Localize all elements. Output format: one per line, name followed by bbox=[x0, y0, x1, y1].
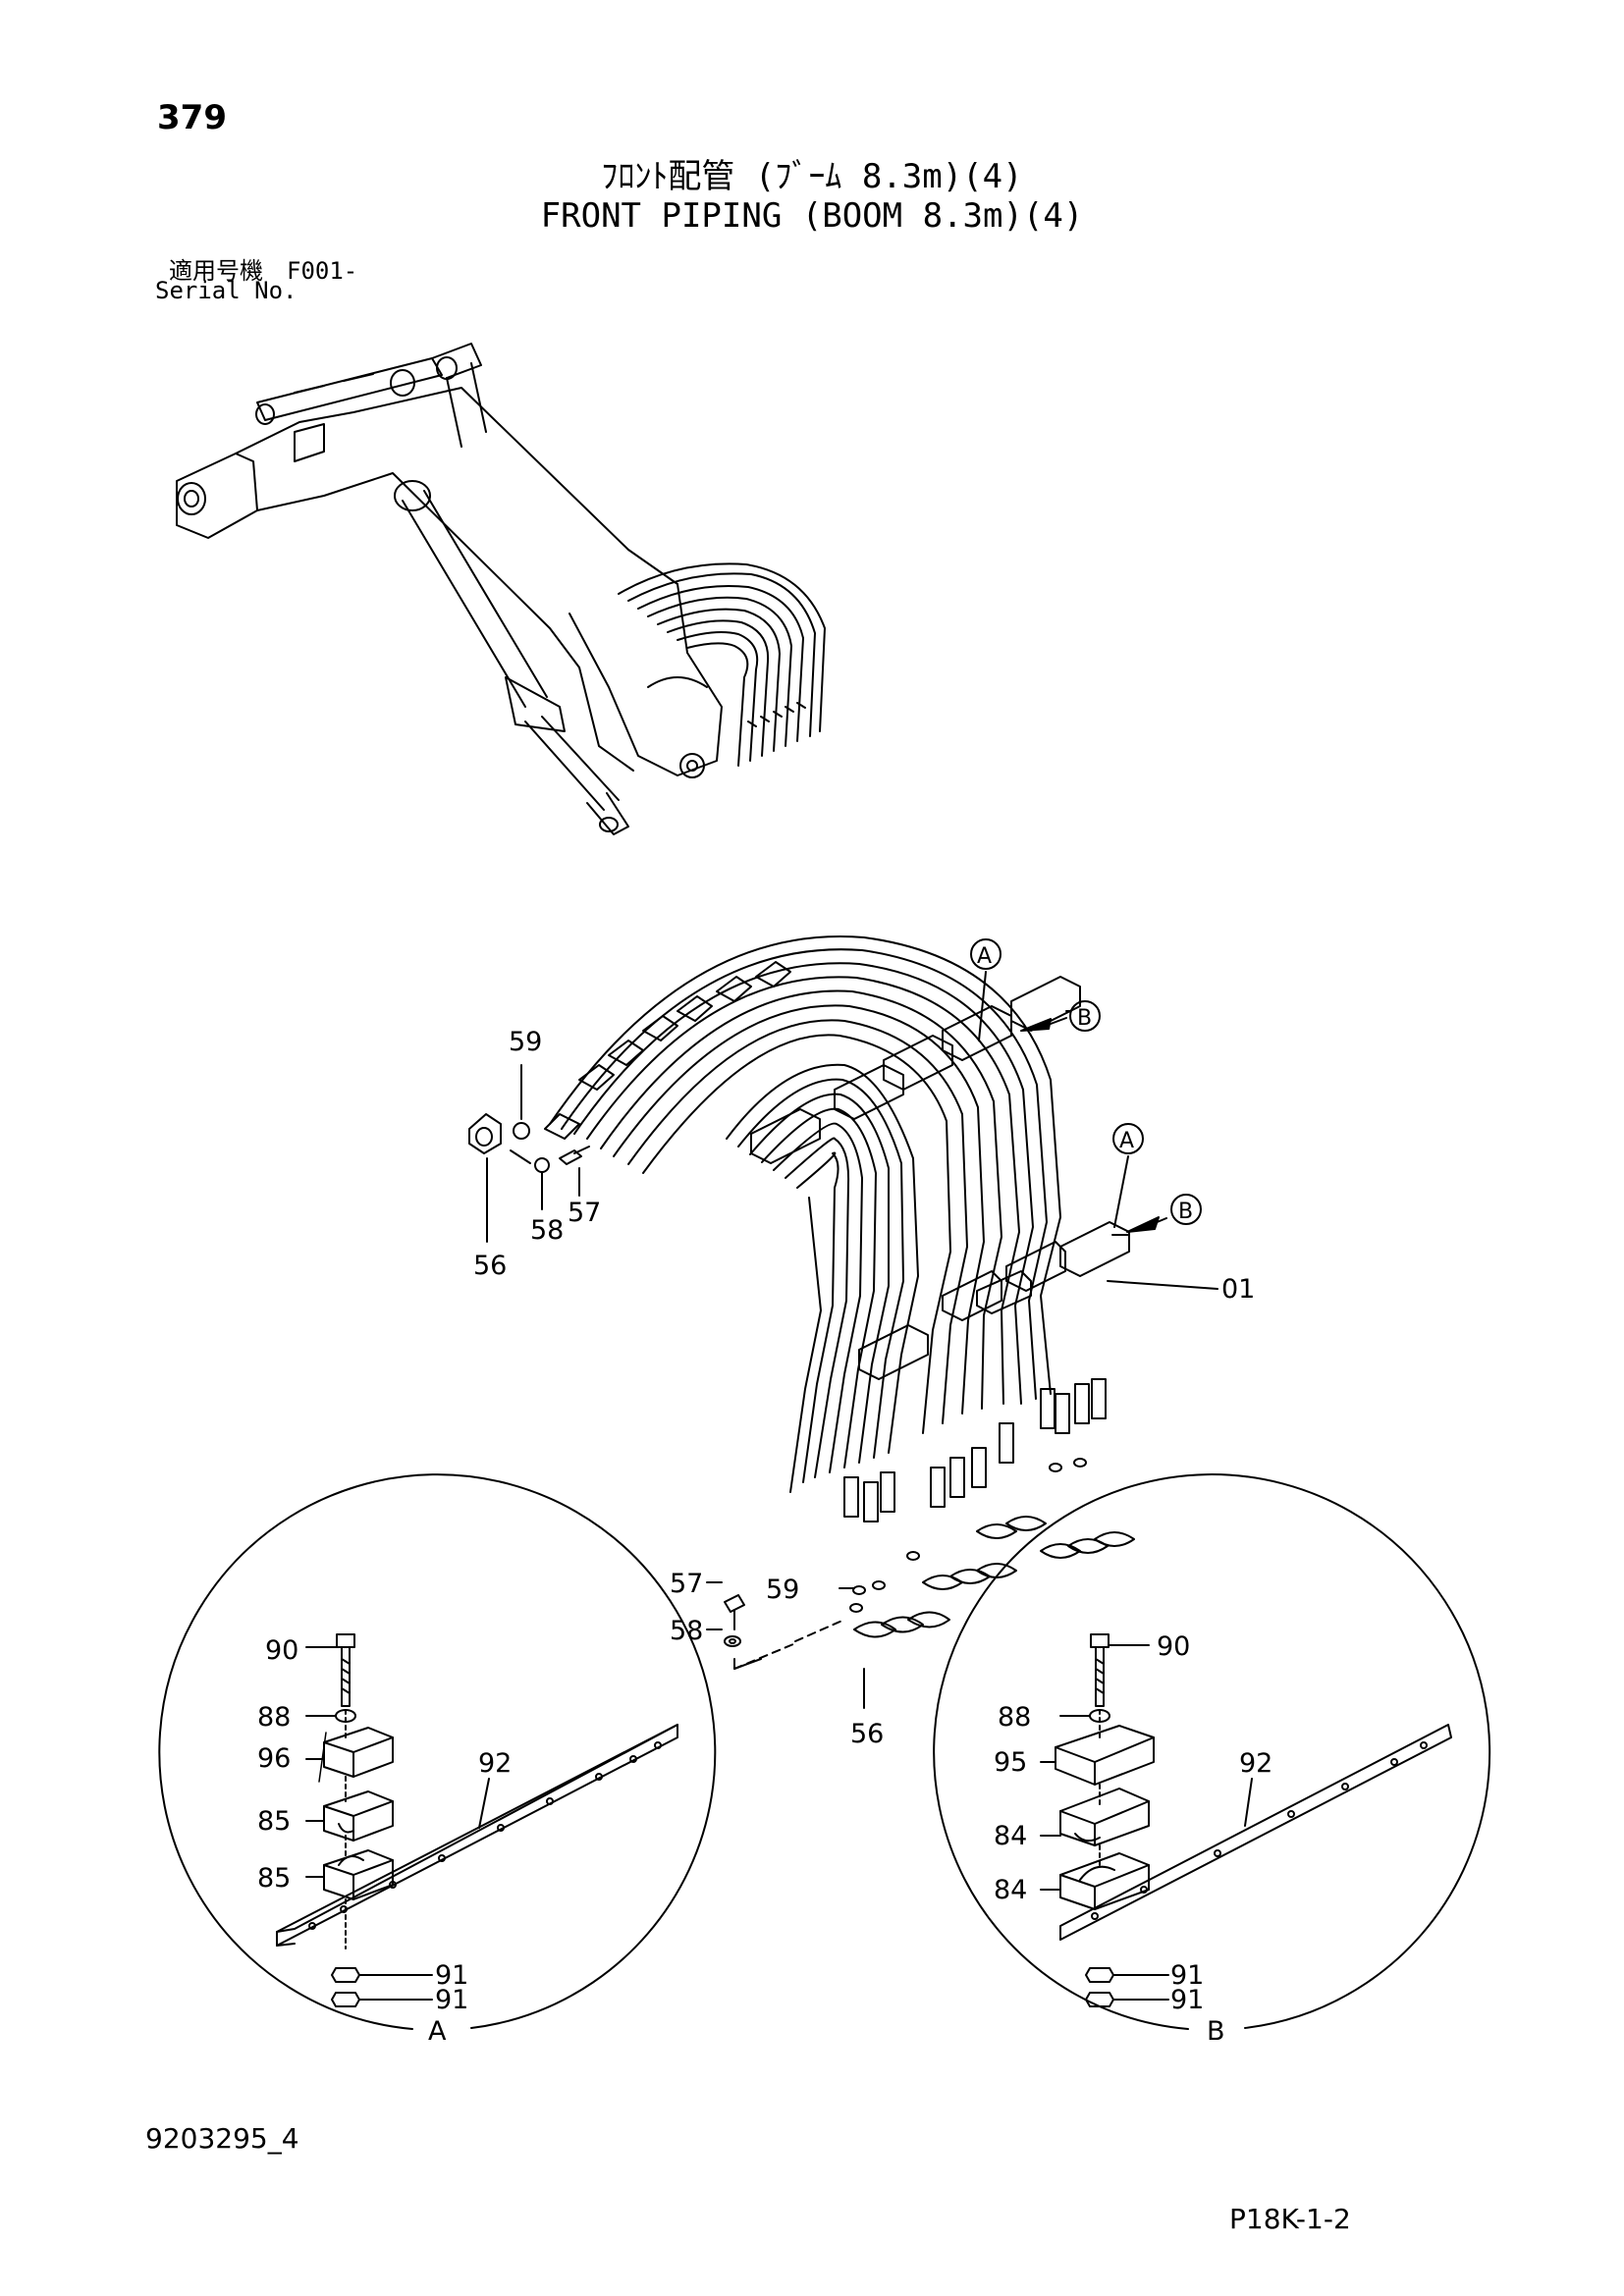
drawing-number: 9203295_4 bbox=[145, 2122, 299, 2155]
leader-lines bbox=[486, 971, 1218, 1709]
serial-label-japanese: 適用号機 F001- bbox=[169, 257, 358, 285]
detail-a-callout-88: 88 bbox=[257, 1702, 291, 1733]
hose-bundle bbox=[544, 935, 1107, 1522]
boom-overview-illustration bbox=[176, 343, 826, 835]
callout-57-bottom: 57 bbox=[670, 1569, 703, 1599]
detail-b-callout-84b: 84 bbox=[994, 1875, 1027, 1905]
detail-b-callout-84a: 84 bbox=[994, 1821, 1027, 1851]
detail-a-label: A bbox=[428, 2016, 447, 2047]
detail-b-callout-95: 95 bbox=[994, 1747, 1027, 1778]
detail-a-callout-90: 90 bbox=[265, 1635, 298, 1666]
detail-a-circle bbox=[158, 1473, 717, 2030]
callout-59-top: 59 bbox=[509, 1027, 542, 1057]
callout-57-top: 57 bbox=[568, 1198, 601, 1228]
detail-a-callout-96: 96 bbox=[257, 1743, 291, 1774]
title-english: FRONT PIPING (BOOM 8.3m)(4) bbox=[540, 196, 1084, 236]
detail-b-callout-92: 92 bbox=[1239, 1748, 1272, 1779]
detail-b-circle bbox=[933, 1473, 1491, 2030]
page-number: 379 bbox=[157, 98, 227, 137]
ref-circle-b1 bbox=[1069, 1000, 1101, 1032]
fittings-and-washers bbox=[468, 1113, 1135, 1670]
ref-circle-a1 bbox=[970, 938, 1001, 970]
detail-b-callout-88: 88 bbox=[998, 1702, 1031, 1733]
detail-b-callout-91b: 91 bbox=[1170, 1985, 1204, 2015]
callout-56-top: 56 bbox=[473, 1251, 507, 1281]
detail-a-callout-85b: 85 bbox=[257, 1863, 291, 1894]
callout-56-bottom: 56 bbox=[850, 1719, 884, 1749]
ref-label-a1: A bbox=[977, 944, 992, 969]
detail-b-label: B bbox=[1207, 2016, 1225, 2047]
ref-label-b2: B bbox=[1178, 1200, 1193, 1224]
ref-circle-b2 bbox=[1170, 1194, 1202, 1225]
serial-label-english: Serial No. bbox=[155, 277, 298, 304]
page-code: P18K-1-2 bbox=[1229, 2203, 1351, 2235]
ref-label-b1: B bbox=[1077, 1006, 1092, 1031]
arrow-b1 bbox=[1020, 1018, 1052, 1032]
title-japanese: ﾌﾛﾝﾄ配管 (ﾌﾞｰﾑ 8.3m)(4) bbox=[601, 157, 1023, 196]
detail-b-callout-90: 90 bbox=[1157, 1631, 1190, 1662]
callout-58-bottom: 58 bbox=[670, 1616, 703, 1646]
callout-58-top: 58 bbox=[530, 1215, 564, 1246]
ref-label-a2: A bbox=[1119, 1129, 1134, 1153]
callout-59-bottom: 59 bbox=[766, 1575, 799, 1605]
detail-b-callout-91a: 91 bbox=[1170, 1960, 1204, 1991]
callout-01: 01 bbox=[1221, 1274, 1255, 1305]
detail-a-callout-91b: 91 bbox=[435, 1985, 468, 2015]
clamp-assemblies bbox=[750, 976, 1130, 1380]
detail-a-callout-91a: 91 bbox=[435, 1960, 468, 1991]
arrow-b2 bbox=[1126, 1216, 1160, 1233]
ref-circle-a2 bbox=[1112, 1123, 1144, 1154]
detail-a-callout-85a: 85 bbox=[257, 1806, 291, 1837]
detail-a-callout-92: 92 bbox=[478, 1748, 512, 1779]
